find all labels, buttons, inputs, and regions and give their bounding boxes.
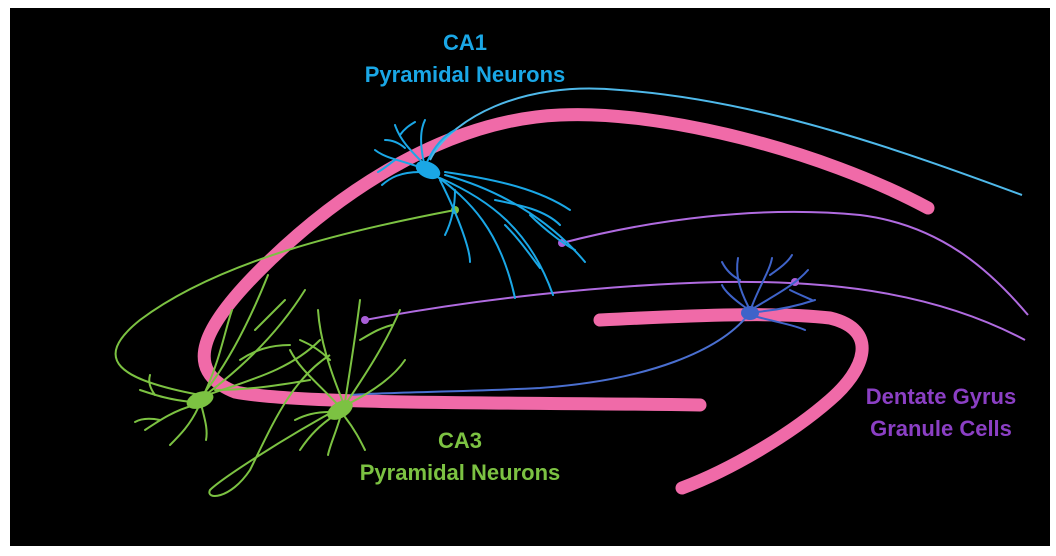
ca1-label: CA1 Pyramidal Neurons	[330, 30, 600, 88]
ca1-neuron	[375, 120, 585, 298]
perforant-terminal-2	[361, 316, 369, 324]
ca1-label-line1: CA1	[330, 30, 600, 56]
ca1-label-line2: Pyramidal Neurons	[330, 62, 600, 88]
ca3-label-line2: Pyramidal Neurons	[320, 460, 600, 486]
ca1-axon	[430, 88, 1022, 195]
mossy-fiber	[350, 315, 748, 395]
dentate-label-line1: Dentate Gyrus	[836, 384, 1046, 410]
pyramidal-cell-layer	[204, 115, 928, 405]
dentate-label: Dentate Gyrus Granule Cells	[836, 384, 1046, 442]
ca3-label: CA3 Pyramidal Neurons	[320, 428, 600, 486]
ca3-label-line1: CA3	[320, 428, 600, 454]
dentate-label-line2: Granule Cells	[836, 416, 1046, 442]
